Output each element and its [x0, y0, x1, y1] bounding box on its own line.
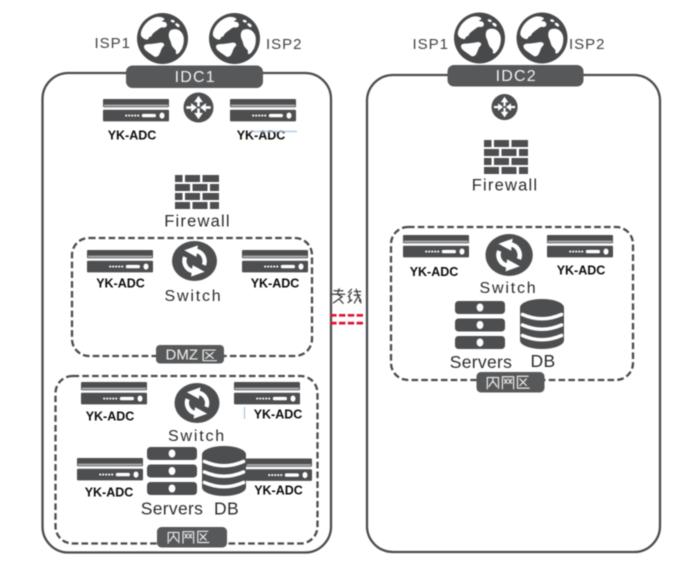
svg-text:Servers: Servers [141, 499, 203, 519]
svg-text:YK-ADC: YK-ADC [254, 484, 303, 498]
svg-text:ISP1: ISP1 [94, 35, 131, 52]
svg-text:DMZ: DMZ [166, 347, 199, 364]
svg-text:IDC1: IDC1 [175, 69, 216, 86]
svg-text:YK-ADC: YK-ADC [237, 129, 286, 143]
svg-text:YK-ADC: YK-ADC [251, 277, 300, 291]
svg-text:DB: DB [214, 499, 239, 519]
svg-text:YK-ADC: YK-ADC [410, 265, 459, 279]
svg-text:Switch: Switch [168, 428, 226, 445]
svg-text:Switch: Switch [480, 280, 538, 297]
svg-text:Servers: Servers [450, 352, 512, 372]
svg-text:ISP1: ISP1 [412, 36, 449, 53]
svg-text:Firewall: Firewall [472, 177, 538, 195]
svg-text:YK-ADC: YK-ADC [96, 277, 145, 291]
svg-text:DB: DB [531, 351, 556, 371]
svg-text:ISP2: ISP2 [266, 36, 303, 53]
svg-text:Firewall: Firewall [164, 213, 230, 231]
svg-text:Switch: Switch [165, 288, 223, 305]
svg-text:YK-ADC: YK-ADC [86, 409, 135, 423]
svg-text:ISP2: ISP2 [569, 36, 606, 53]
svg-text:YK-ADC: YK-ADC [85, 486, 134, 500]
svg-text:YK-ADC: YK-ADC [254, 408, 303, 422]
svg-text:YK-ADC: YK-ADC [108, 129, 157, 143]
svg-text:IDC2: IDC2 [496, 68, 537, 85]
svg-text:YK-ADC: YK-ADC [557, 264, 606, 278]
